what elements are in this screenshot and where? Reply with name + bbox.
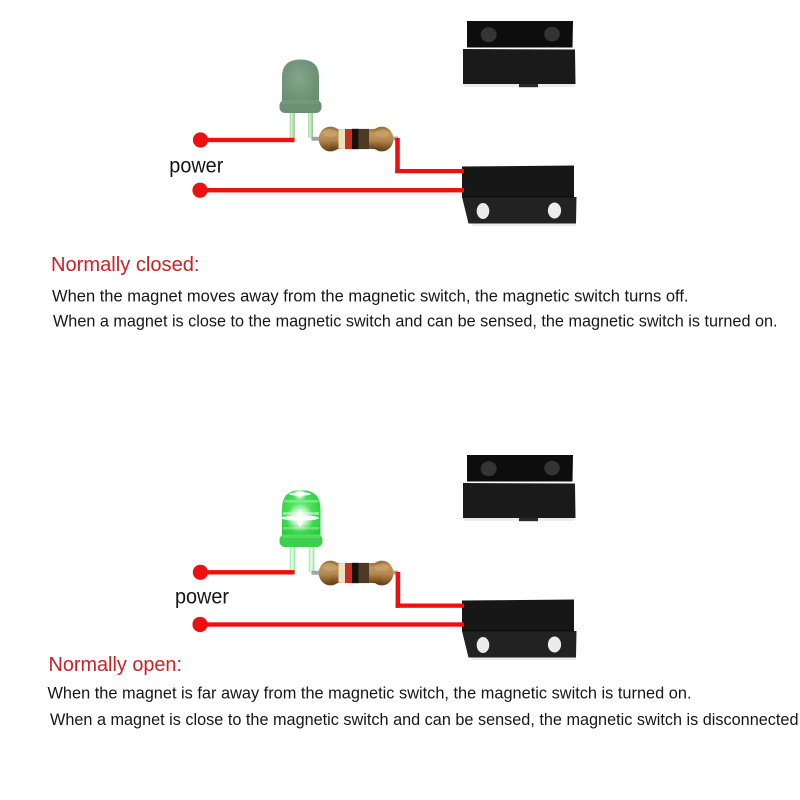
svg-text:Normally open:: Normally open:: [49, 654, 183, 676]
svg-text:When the magnet is far away fr: When the magnet is far away from the mag…: [48, 685, 692, 703]
svg-text:Normally closed:: Normally closed:: [51, 254, 200, 276]
svg-text:When a magnet is close to the: When a magnet is close to the magnetic s…: [50, 711, 800, 729]
svg-text:When a magnet is close to the: When a magnet is close to the magnetic s…: [53, 312, 778, 330]
svg-text:When the magnet moves away fro: When the magnet moves away from the magn…: [52, 287, 689, 305]
svg-text:power: power: [169, 154, 223, 177]
svg-text:power: power: [175, 586, 229, 609]
